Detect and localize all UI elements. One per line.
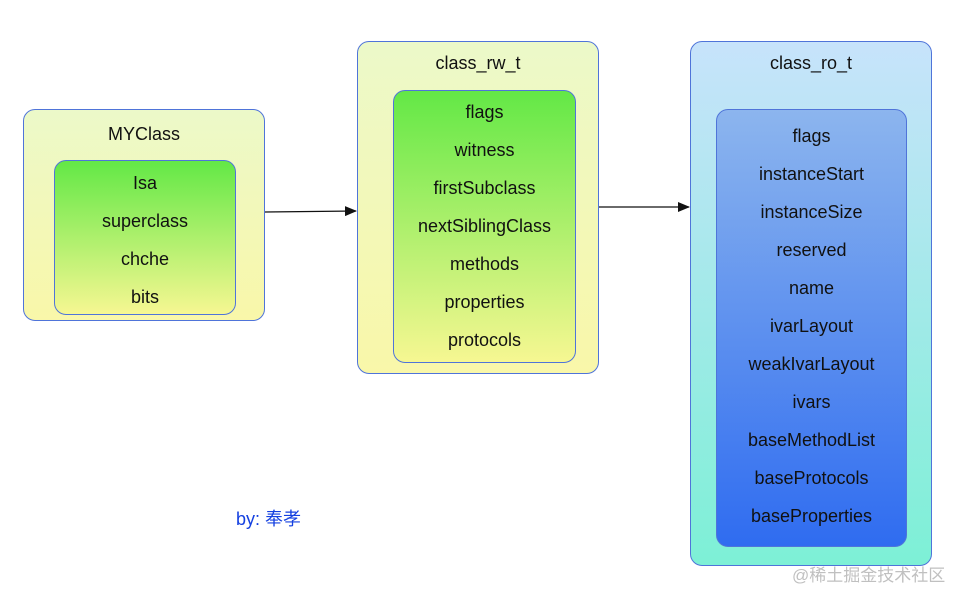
- watermark: @稀土掘金技术社区: [792, 566, 946, 585]
- ro-field: instanceStart: [758, 164, 865, 184]
- rw-field: protocols: [447, 330, 522, 350]
- rw-field: properties: [444, 292, 525, 312]
- myclass-box: MYClass Isa superclass chche bits: [23, 109, 265, 321]
- class-ro-t-fields: flags instanceStart instanceSize reserve…: [716, 109, 907, 547]
- ro-field: baseMethodList: [747, 430, 876, 450]
- myclass-field: bits: [130, 287, 159, 307]
- ro-field: flags: [792, 126, 831, 146]
- ro-field: ivars: [792, 392, 831, 412]
- ro-field: weakIvarLayout: [748, 354, 875, 374]
- arrow-myclass-to-rw: [264, 206, 357, 217]
- myclass-field: chche: [120, 249, 170, 269]
- rw-field: nextSiblingClass: [417, 216, 552, 236]
- rw-field: methods: [449, 254, 520, 274]
- ro-field: ivarLayout: [769, 316, 854, 336]
- ro-field: baseProperties: [750, 506, 873, 526]
- class-rw-t-fields: flags witness firstSubclass nextSiblingC…: [393, 90, 576, 363]
- ro-field: baseProtocols: [754, 468, 869, 488]
- author-byline: by: 奉孝: [236, 509, 302, 529]
- class-ro-t-box: class_ro_t flags instanceStart instanceS…: [690, 41, 932, 566]
- myclass-fields: Isa superclass chche bits: [54, 160, 236, 315]
- rw-field: flags: [465, 102, 504, 122]
- class-rw-t-box: class_rw_t flags witness firstSubclass n…: [357, 41, 599, 374]
- ro-field: instanceSize: [760, 202, 863, 222]
- rw-field: witness: [454, 140, 515, 160]
- ro-field: reserved: [776, 240, 847, 260]
- ro-field: name: [788, 278, 835, 298]
- class-ro-t-title: class_ro_t: [769, 53, 853, 73]
- myclass-field: superclass: [101, 211, 189, 231]
- class-rw-t-title: class_rw_t: [435, 53, 521, 73]
- myclass-title: MYClass: [107, 124, 180, 144]
- rw-field: firstSubclass: [433, 178, 536, 198]
- myclass-field: Isa: [132, 173, 157, 193]
